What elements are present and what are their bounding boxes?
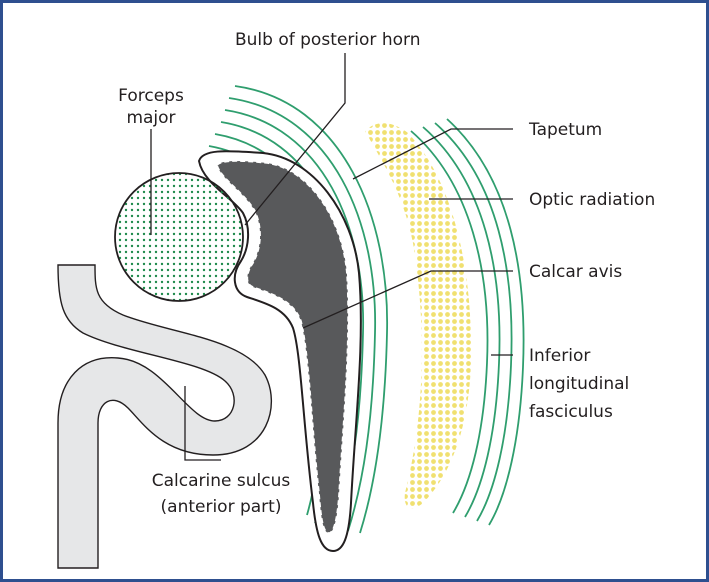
optic-radiation-band: [365, 123, 471, 508]
label-tapetum: Tapetum: [528, 120, 602, 140]
label-ilf-line1: Inferior: [529, 346, 590, 366]
label-bulb-of-posterior-horn: Bulb of posterior horn: [235, 30, 420, 50]
label-ilf-line2: longitudinal: [529, 374, 629, 394]
label-calcar-avis: Calcar avis: [529, 262, 622, 282]
label-forceps-major-line1: Forceps: [118, 86, 184, 106]
calcarine-sulcus: [58, 265, 271, 568]
label-optic-radiation: Optic radiation: [529, 190, 655, 210]
label-ilf-line3: fasciculus: [529, 402, 613, 422]
label-calcarine-line2: (anterior part): [161, 497, 282, 517]
forceps-major-circle: [115, 173, 243, 301]
label-calcarine-line1: Calcarine sulcus: [152, 471, 291, 491]
diagram-canvas: Bulb of posterior horn Forceps major Tap…: [3, 3, 709, 582]
label-forceps-major-line2: major: [126, 108, 175, 128]
